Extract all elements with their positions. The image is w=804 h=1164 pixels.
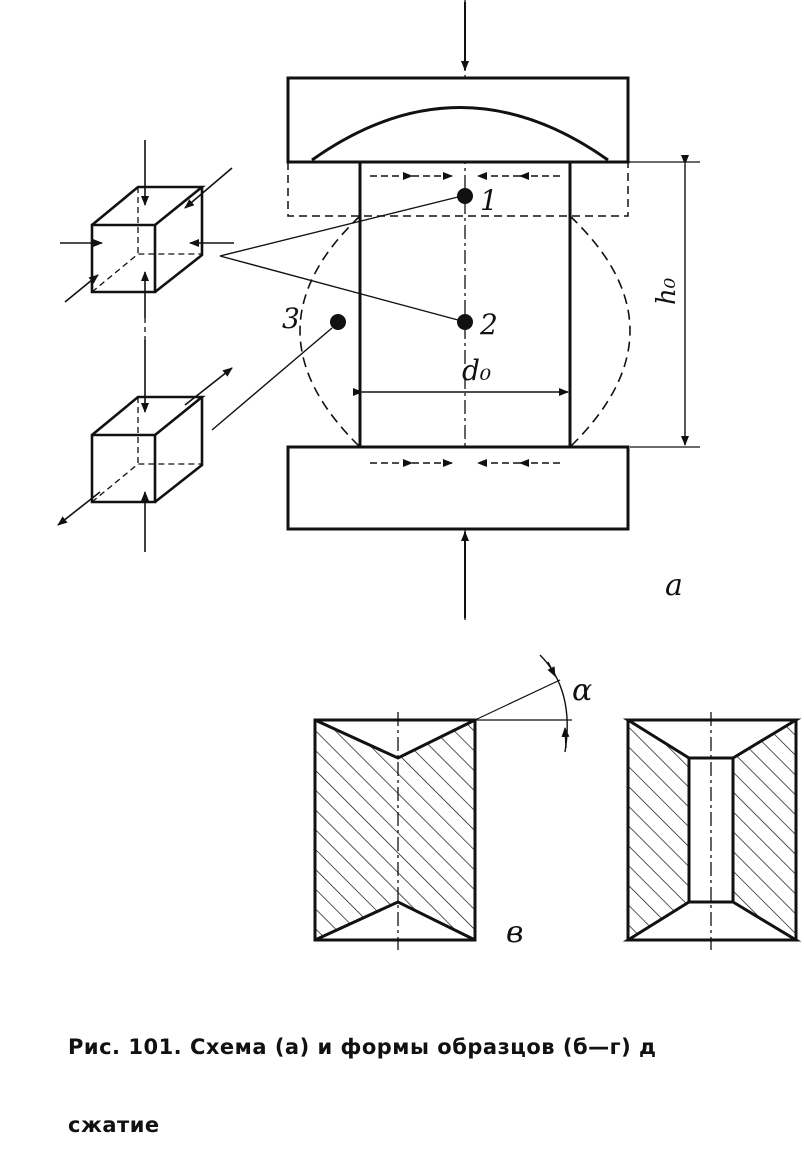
- point-3-dot: [330, 314, 346, 330]
- label-panel-v: в: [506, 915, 523, 950]
- leader-line-2: [219, 255, 459, 321]
- label-point-3: 3: [282, 302, 300, 335]
- label-point-1: 1: [480, 184, 498, 217]
- label-height: h₀: [652, 277, 682, 305]
- caption-line-2: сжатие: [68, 1113, 160, 1137]
- label-point-2: 2: [479, 308, 498, 341]
- label-panel-a: а: [665, 568, 683, 603]
- caption-line-1: Рис. 101. Схема (а) и формы образцов (б—…: [68, 1035, 657, 1059]
- top-platen-contact-dashed: [287, 162, 629, 217]
- spherical-seat: [311, 106, 609, 162]
- specimen-g: [622, 712, 802, 950]
- specimen-v: [313, 654, 572, 950]
- point-1-dot: [457, 188, 473, 204]
- leader-line-1: [219, 196, 459, 257]
- label-diameter: d₀: [462, 354, 491, 387]
- top-platen: [286, 76, 630, 164]
- figure-caption: Рис. 101. Схема (а) и формы образцов (б—…: [68, 982, 804, 1164]
- point-2-dot: [457, 314, 473, 330]
- stress-cube-2: [57, 318, 233, 552]
- stress-cube-1: [60, 140, 234, 318]
- bottom-platen: [286, 445, 630, 531]
- compression-diagram: 1 2 3 h₀ d₀ а α в: [57, 0, 802, 950]
- barrel-shape-dashed: [299, 215, 631, 448]
- panel-a: [211, 0, 700, 620]
- leader-line-3: [211, 327, 333, 431]
- label-angle: α: [572, 673, 592, 708]
